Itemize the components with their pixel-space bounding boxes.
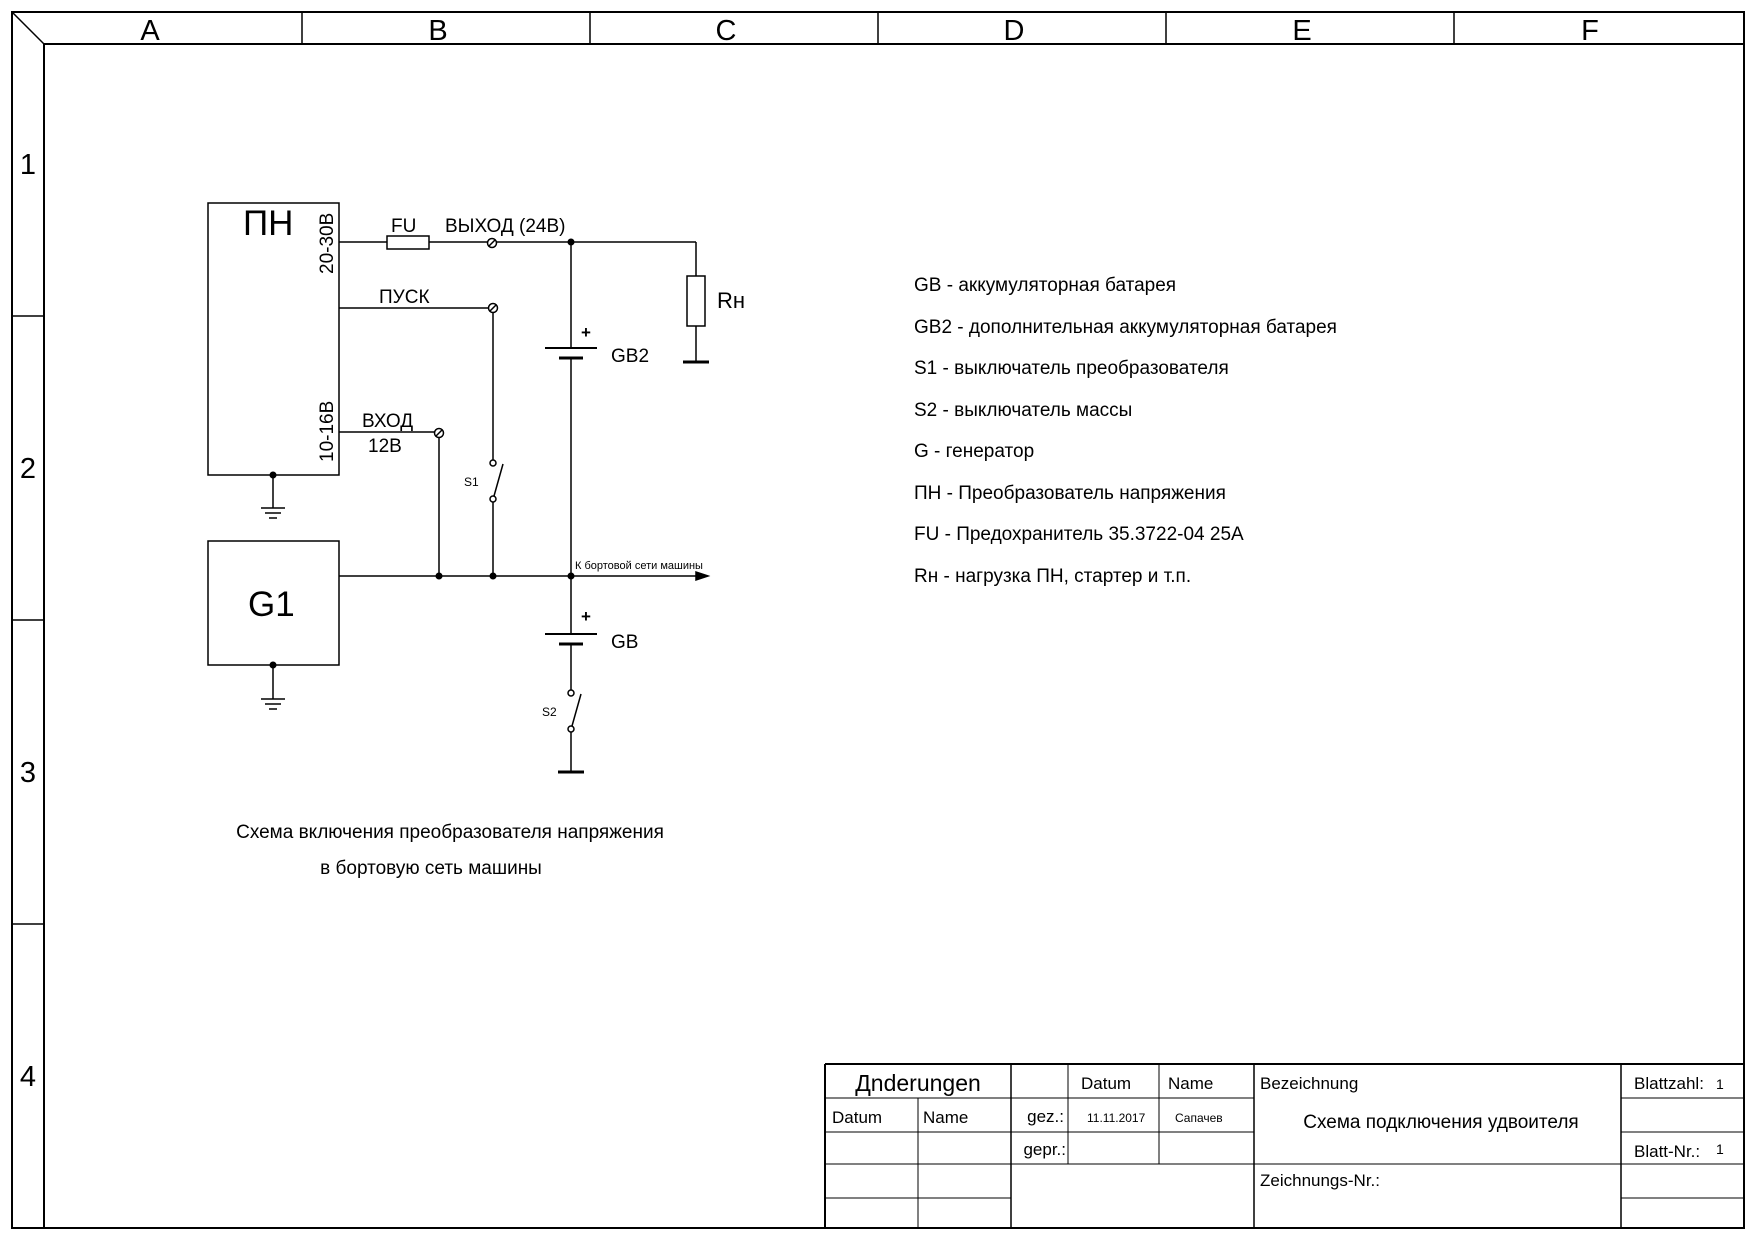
converter-input-voltage: 10-16В (317, 401, 338, 462)
gez-name: Сапачев (1175, 1111, 1223, 1125)
gez-label: gez.: (1027, 1107, 1064, 1126)
legend-item: ПН - Преобразователь напряжения (914, 483, 1226, 504)
column-label-e: E (1292, 15, 1311, 47)
gez-date: 11.11.2017 (1087, 1111, 1146, 1125)
output-terminal-label: ВЫХОД (24В) (445, 216, 566, 237)
legend-item: FU - Предохранитель 35.3722-04 25А (914, 524, 1244, 545)
legend-item: GB2 - дополнительная аккумуляторная бата… (914, 317, 1337, 338)
legend-item: S2 - выключатель массы (914, 400, 1132, 421)
switch-s1-contact-top (489, 459, 497, 467)
circuit-diagram (207, 202, 711, 774)
blatt-nr-label: Blatt-Nr.: (1634, 1142, 1700, 1161)
title-block-text: Дnderungen Datum Name Datum Name gez.: 1… (832, 1070, 1724, 1190)
title-block (824, 1063, 1744, 1228)
fuse-symbol (386, 235, 430, 250)
start-terminal-label: ПУСК (379, 287, 430, 308)
switch-s2-blade (571, 693, 582, 727)
switch-s2-contact-bottom (567, 725, 575, 733)
load-resistor (686, 275, 706, 327)
caption-line-1: Схема включения преобразователя напряжен… (236, 822, 664, 843)
switch-s1-contact-bottom (489, 495, 497, 503)
legend-item: S1 - выключатель преобразователя (914, 358, 1229, 379)
fuse-label: FU (391, 216, 416, 237)
circuit-labels: ПН 20-30В 10-16В G1 FU ВЫХОД (24В) ПУСК … (243, 204, 745, 719)
legend-item: Rн - нагрузка ПН, стартер и т.п. (914, 566, 1191, 587)
column-label-d: D (1004, 15, 1025, 47)
input-terminal (433, 427, 445, 439)
switch-s1-label: S1 (464, 475, 479, 489)
battery-gb-polarity: + (581, 607, 591, 626)
zeichnungs-nr-label: Zeichnungs-Nr.: (1260, 1171, 1380, 1190)
legend-item: GB - аккумуляторная батарея (914, 275, 1176, 296)
column-label-c: C (716, 15, 737, 47)
network-arrow-head (695, 570, 711, 582)
name-header: Name (1168, 1074, 1213, 1093)
datum-header: Datum (1081, 1074, 1131, 1093)
load-label: Rн (717, 288, 745, 313)
blattzahl-label: Blattzahl: (1634, 1074, 1704, 1093)
legend-item: G - генератор (914, 441, 1034, 462)
column-label-b: B (428, 15, 447, 47)
battery-gb2-label: GB2 (611, 346, 649, 367)
converter-label: ПН (243, 204, 293, 243)
row-label-1: 1 (20, 149, 36, 181)
caption-line-2: в бортовую сеть машины (320, 858, 542, 879)
column-label-a: A (140, 15, 160, 47)
changes-col-name: Name (923, 1108, 968, 1127)
drawing-frame (11, 11, 1745, 1229)
generator-label: G1 (248, 585, 295, 624)
column-label-f: F (1581, 15, 1599, 47)
blattzahl-value: 1 (1716, 1076, 1724, 1092)
converter-output-voltage: 20-30В (317, 213, 338, 274)
switch-s1-blade (493, 463, 504, 497)
switch-s2-label: S2 (542, 705, 557, 719)
junction-dots (269, 238, 575, 669)
row-label-3: 3 (20, 757, 36, 789)
input-terminal-label: ВХОД (362, 411, 413, 432)
start-terminal (487, 302, 499, 314)
changes-header: Дnderungen (855, 1070, 981, 1096)
network-arrow-label: К бортовой сети машины (575, 560, 703, 572)
row-label-4: 4 (20, 1061, 36, 1093)
switch-s2-contact-top (567, 689, 575, 697)
blatt-nr-value: 1 (1716, 1141, 1724, 1157)
input-terminal-sublabel: 12В (368, 436, 402, 457)
battery-gb-label: GB (611, 632, 638, 653)
changes-col-datum: Datum (832, 1108, 882, 1127)
output-terminal (486, 237, 498, 249)
diagram-caption: Схема включения преобразователя напряжен… (236, 822, 664, 879)
gepr-label: gepr.: (1023, 1140, 1066, 1159)
bezeichnung-value: Схема подключения удвоителя (1303, 1112, 1578, 1133)
bezeichnung-label: Bezeichnung (1260, 1074, 1358, 1093)
legend-list: GB - аккумуляторная батарея GB2 - дополн… (914, 275, 1337, 587)
battery-gb2-polarity: + (581, 323, 591, 342)
row-label-2: 2 (20, 453, 36, 485)
